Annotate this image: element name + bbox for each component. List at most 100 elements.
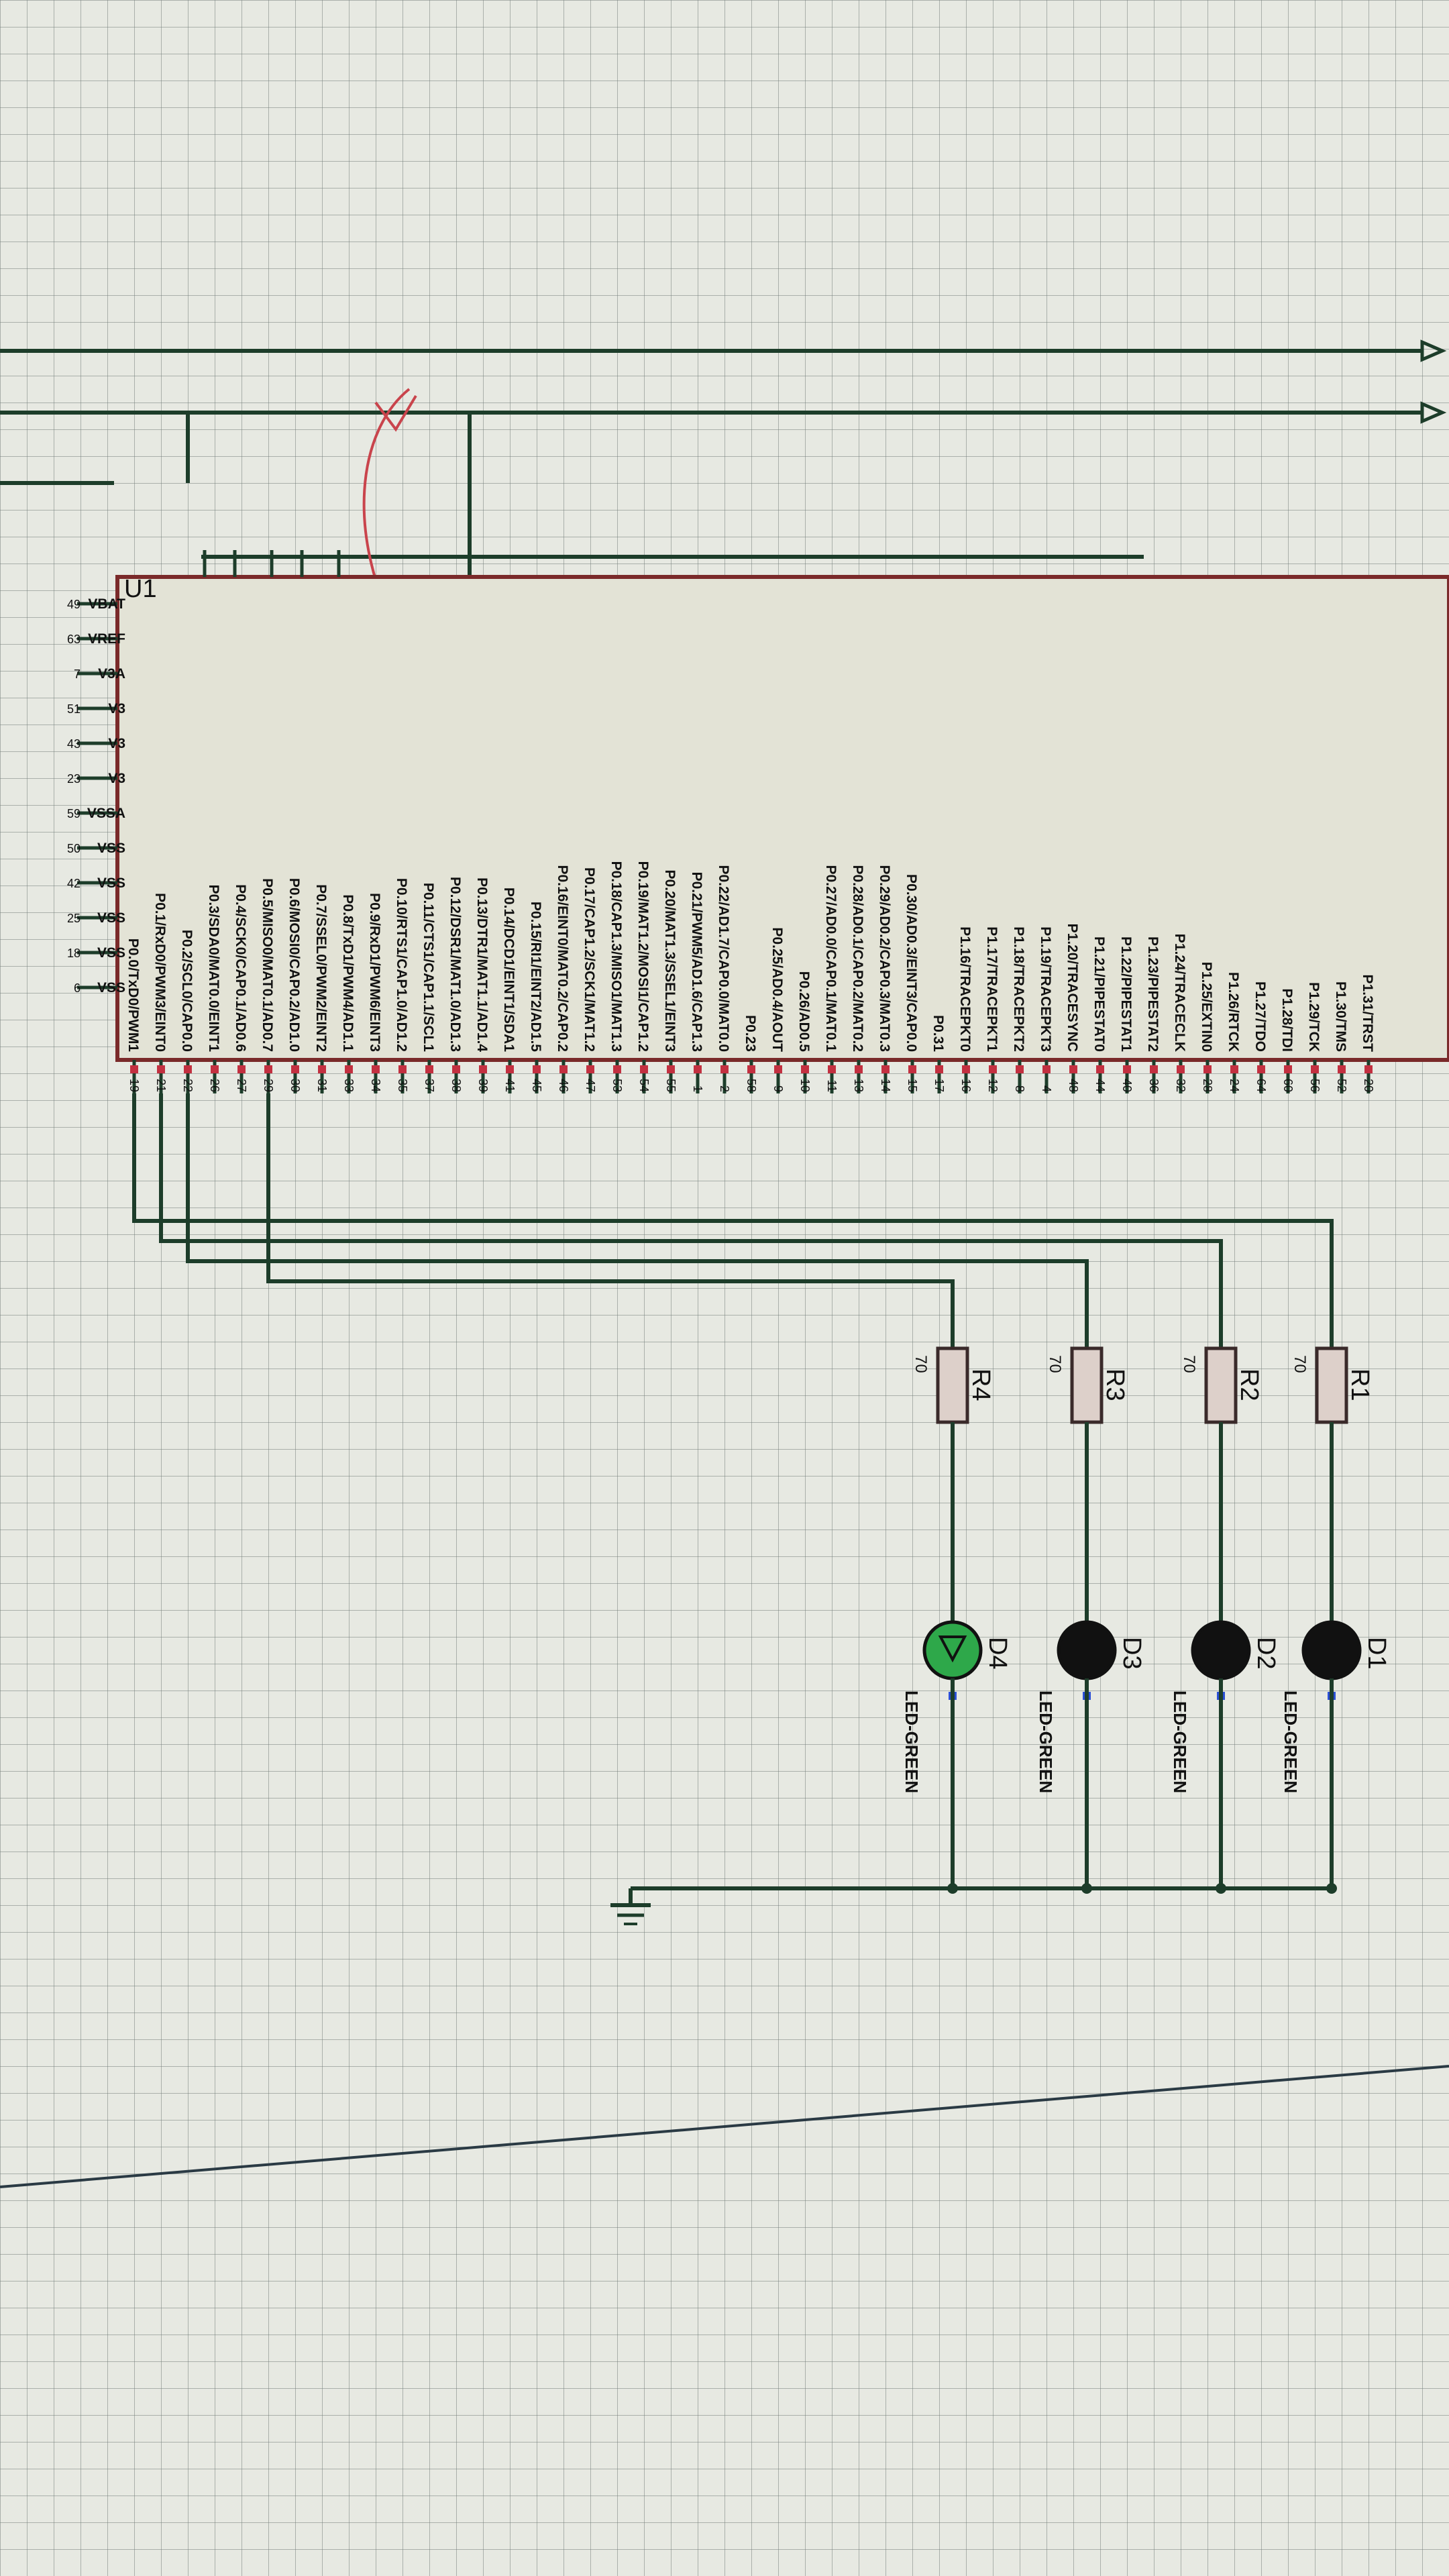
pin-label: P1.30/TMS (1333, 981, 1348, 1052)
sheet-border-lines (0, 2065, 1449, 2188)
pin-label: P0.20/MAT1.3/SSEL1/EINT3 (662, 869, 678, 1052)
pin-label: P0.22/AD1.7/CAP0.0/MAT0.0 (716, 865, 731, 1052)
pin-label: P0.14/DCD1/EINT1/SDA1 (501, 888, 517, 1052)
pin-number: 40 (1120, 1079, 1134, 1092)
pin-marker (318, 1065, 326, 1073)
pin-label: P0.7/SSEL0/PWM2/EINT2 (313, 884, 329, 1052)
pin-number-side: 63 (67, 633, 80, 646)
pin-number: 28 (1201, 1079, 1214, 1092)
pin-number: 35 (396, 1079, 409, 1092)
led-d2[interactable] (1191, 1620, 1251, 1680)
pin-marker (264, 1065, 272, 1073)
pin-label: P0.4/SCK0/CAP0.1/AD0.6 (233, 884, 248, 1052)
pin-label-side: VSS (97, 875, 125, 891)
terminal-arrow-2 (1420, 401, 1447, 424)
pin-label: P0.27/AD0.0/CAP0.1/MAT0.1 (823, 865, 839, 1052)
pin-marker (1069, 1065, 1077, 1073)
pin-marker (157, 1065, 165, 1073)
pin-marker (694, 1065, 702, 1073)
pin-marker (828, 1065, 836, 1073)
pin-number: 21 (154, 1079, 168, 1092)
pin-marker (747, 1065, 755, 1073)
led-ref: D4 (983, 1637, 1012, 1670)
pin-number: 64 (1254, 1079, 1268, 1092)
pin-label: P0.12/DSR1/MAT1.0/AD1.3 (447, 877, 463, 1052)
pin-marker (479, 1065, 487, 1073)
power-wires (0, 349, 1144, 577)
pin-number: 41 (503, 1079, 517, 1092)
pin-number: 15 (906, 1079, 919, 1092)
pin-label: P1.25/EXTIN0 (1199, 962, 1214, 1052)
pin-label: P1.18/TRACEPKT2 (1011, 926, 1026, 1052)
pin-number-side: 42 (67, 877, 80, 890)
pin-number: 58 (745, 1079, 758, 1092)
led-d3[interactable] (1057, 1620, 1117, 1680)
pin-number: 29 (262, 1079, 275, 1092)
pin-number-side: 25 (67, 912, 80, 925)
resistor-value: 70 (912, 1355, 930, 1373)
pin-label: P0.23 (743, 1015, 758, 1052)
pin-label: P0.11/CTS1/CAP1.1/SCL1 (421, 883, 436, 1052)
pin-label: P0.17/CAP1.2/SCK1/MAT1.2 (582, 867, 597, 1052)
chip-u1[interactable]: U119P0.0/TxD0/PWM121P0.1/RxD0/PWM3/EINT0… (67, 550, 1449, 1093)
pin-number: 56 (1308, 1079, 1322, 1092)
pin-number: 52 (1335, 1079, 1348, 1092)
led-ref: D1 (1362, 1637, 1391, 1670)
pin-number-side: 18 (67, 947, 80, 960)
led-d4[interactable] (922, 1620, 983, 1680)
pin-label: P1.27/TDO (1252, 981, 1268, 1052)
pin-number: 20 (1362, 1079, 1375, 1092)
led-ref: D2 (1252, 1637, 1280, 1670)
pin-marker (291, 1065, 299, 1073)
led-part: LED-GREEN (1170, 1690, 1190, 1793)
resistor-r3[interactable] (1070, 1346, 1104, 1424)
resistor-r2[interactable] (1204, 1346, 1238, 1424)
pin-number: 54 (637, 1079, 651, 1092)
pin-number: 55 (664, 1079, 678, 1092)
pin-number: 45 (530, 1079, 543, 1092)
pin-number: 30 (288, 1079, 302, 1092)
pin-label-side: VSSA (87, 806, 125, 821)
led-circuits: R170D1LED-GREENR270D2LED-GREENR370D3LED-… (132, 1093, 1391, 1894)
pin-label: P0.2/SCL0/CAP0.0 (179, 930, 195, 1052)
resistor-r1[interactable] (1315, 1346, 1348, 1424)
pin-number: 53 (610, 1079, 624, 1092)
pin-marker (640, 1065, 648, 1073)
pin-marker (962, 1065, 970, 1073)
pin-number: 14 (879, 1079, 892, 1092)
pin-number: 4 (1040, 1085, 1053, 1092)
pin-number: 19 (127, 1079, 141, 1092)
pin-label: P0.19/MAT1.2/MOSI1/CAP1.2 (635, 861, 651, 1052)
pin-label: P1.19/TRACEPKT3 (1038, 926, 1053, 1052)
pin-marker (1177, 1065, 1185, 1073)
pin-label-side: VSS (97, 980, 125, 996)
pin-label: P1.16/TRACEPKT0 (957, 926, 973, 1052)
pin-label: P1.17/TRACEPKT1 (984, 926, 1000, 1052)
pin-label: P1.21/PIPESTAT0 (1091, 936, 1107, 1052)
pin-marker (1230, 1065, 1238, 1073)
pin-label: P0.29/AD0.2/CAP0.3/MAT0.3 (877, 865, 892, 1052)
pin-marker (211, 1065, 219, 1073)
pin-label-side: V3A (98, 666, 125, 682)
pin-marker (1311, 1065, 1319, 1073)
pin-number-side: 59 (67, 807, 80, 820)
resistor-r4[interactable] (936, 1346, 969, 1424)
led-d1[interactable] (1301, 1620, 1362, 1680)
pin-label: P0.15/RI1/EINT2/AD1.5 (528, 902, 543, 1052)
pin-marker (533, 1065, 541, 1073)
pin-marker (881, 1065, 890, 1073)
chip-ref: U1 (124, 575, 157, 603)
pin-number: 11 (825, 1079, 839, 1092)
pin-number: 36 (1147, 1079, 1161, 1092)
resistor-ref: R1 (1346, 1368, 1374, 1401)
ground-symbol (610, 1886, 1332, 1925)
pin-label: P0.10/RTS1/CAP1.0/AD1.2 (394, 878, 409, 1052)
wire-to-resistor (132, 1093, 1334, 1348)
chip-body (115, 575, 1449, 1062)
pin-number-side: 43 (67, 737, 80, 751)
pin-number: 47 (584, 1079, 597, 1092)
pin-marker (398, 1065, 407, 1073)
pin-marker (372, 1065, 380, 1073)
